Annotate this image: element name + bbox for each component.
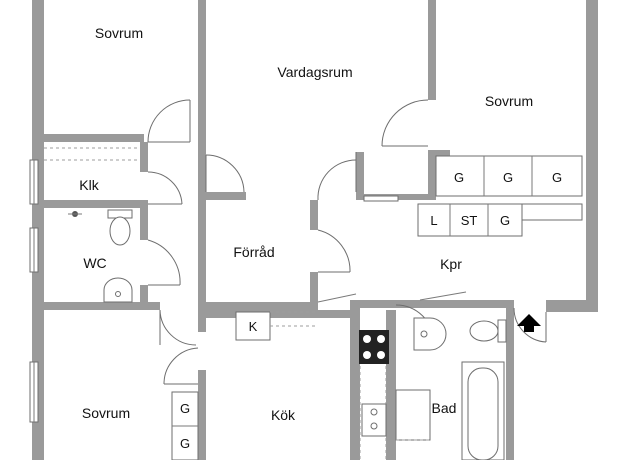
room-label-wc: WC xyxy=(83,255,106,271)
sink-icon xyxy=(361,403,387,437)
doors xyxy=(147,99,547,385)
closet-label-st: ST xyxy=(461,213,478,228)
closets-kpr xyxy=(417,203,583,237)
room-label-kpr: Kpr xyxy=(440,256,462,272)
room-label-kok: Kök xyxy=(271,407,296,423)
stove-icon xyxy=(359,330,389,364)
closets-sovrum-top-right xyxy=(435,155,583,197)
closet-label-g1: G xyxy=(454,170,464,185)
bath-sink-icon xyxy=(413,317,447,351)
room-label-vardagsrum: Vardagsrum xyxy=(277,64,352,80)
closets-sovrum-bottom-left xyxy=(171,391,199,460)
bathtub-icon xyxy=(461,361,505,460)
bath-cabinet xyxy=(395,389,431,441)
wc-hook-icon xyxy=(68,211,82,217)
window-icon xyxy=(29,159,399,423)
closet-label-g2: G xyxy=(503,170,513,185)
closet-label-g3: G xyxy=(552,170,562,185)
closet-label-g6: G xyxy=(180,436,190,451)
interior-walls xyxy=(32,0,514,460)
closet-label-g4: G xyxy=(500,213,510,228)
wc-sink-icon xyxy=(103,277,133,303)
room-label-sovrum-top-right: Sovrum xyxy=(485,93,533,109)
room-label-bad: Bad xyxy=(432,400,457,416)
room-label-sovrum-bottom-left: Sovrum xyxy=(82,405,130,421)
room-label-klk: Klk xyxy=(79,177,99,193)
kitchen-counter xyxy=(359,366,387,460)
entrance-arrow-icon xyxy=(517,314,541,332)
closet-label-l: L xyxy=(430,213,437,228)
wc-toilet-icon xyxy=(107,209,133,246)
room-label-forrad: Förråd xyxy=(233,244,274,260)
klk-shelves xyxy=(44,147,140,161)
closet-label-g5: G xyxy=(180,401,190,416)
closet-label-k: K xyxy=(249,319,258,334)
room-label-sovrum-top-left: Sovrum xyxy=(95,25,143,41)
toilet-icon xyxy=(469,319,507,343)
kitchen-cabinet xyxy=(235,311,316,341)
